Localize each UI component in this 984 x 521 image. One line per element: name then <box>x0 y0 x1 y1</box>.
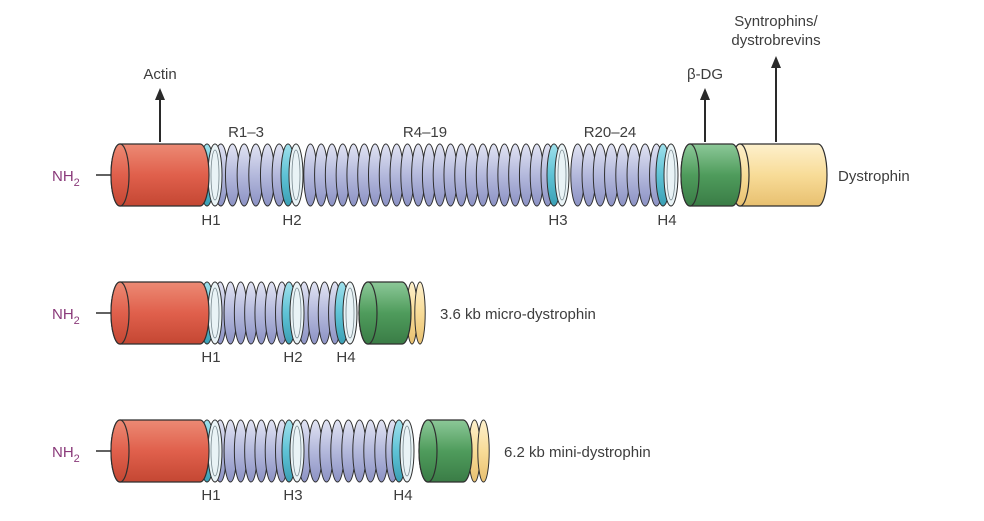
rod-repeats-r1-3 <box>213 143 287 207</box>
construct-mini-dystrophin: NH2 6.2 kb mini-dystrophin H1 H3 H4 <box>52 419 651 504</box>
hinge-label-h1: H1 <box>201 212 220 229</box>
actin-annotation: Actin <box>143 66 177 142</box>
repeat-label-r20-24: R20–24 <box>584 124 637 141</box>
cysteine-rich-bdg-domain <box>358 281 412 345</box>
hinge-label-h4: H4 <box>657 212 676 229</box>
bdg-annotation: β-DG <box>687 66 723 142</box>
hinge-h4 <box>655 143 679 207</box>
syntrophins-annotation: Syntrophins/ dystrobrevins <box>731 13 821 142</box>
hinge-label-h1: H1 <box>201 487 220 504</box>
hinge-h3 <box>281 419 305 483</box>
hinge-h2 <box>281 281 305 345</box>
construct-name: Dystrophin <box>838 168 910 185</box>
actin-label: Actin <box>143 66 176 83</box>
actin-binding-domain <box>110 143 210 207</box>
c-terminal-domain <box>468 419 490 483</box>
construct-name: 6.2 kb mini-dystrophin <box>504 444 651 461</box>
hinge-label-h2: H2 <box>282 212 301 229</box>
hinge-h4 <box>391 419 415 483</box>
hinge-label-h3: H3 <box>548 212 567 229</box>
cysteine-rich-bdg-domain <box>418 419 473 483</box>
hinge-label-h4: H4 <box>336 349 355 366</box>
rod-repeats-r4-19 <box>303 143 555 207</box>
bdg-label: β-DG <box>687 66 723 83</box>
rod-repeats <box>213 281 289 345</box>
rod-repeats <box>213 419 289 483</box>
construct-full-dystrophin: NH2 Dystrophin H1 H2 H3 H4 <box>52 143 910 229</box>
hinge-label-h1: H1 <box>201 349 220 366</box>
syntrophins-label-line2: dystrobrevins <box>731 32 820 49</box>
terminus-label: NH2 <box>52 306 80 327</box>
hinge-h2 <box>280 143 304 207</box>
terminus-label: NH2 <box>52 444 80 465</box>
hinge-label-h2: H2 <box>283 349 302 366</box>
cysteine-rich-bdg-domain <box>680 143 742 207</box>
construct-micro-dystrophin: NH2 3.6 kb micro-dystrophin H1 H2 H4 <box>52 281 596 366</box>
rod-repeats <box>297 419 400 483</box>
actin-binding-domain <box>110 281 210 345</box>
hinge-label-h3: H3 <box>283 487 302 504</box>
hinge-h3 <box>546 143 570 207</box>
actin-binding-domain <box>110 419 210 483</box>
hinge-label-h4: H4 <box>393 487 412 504</box>
terminus-label: NH2 <box>52 168 80 189</box>
repeat-label-r4-19: R4–19 <box>403 124 447 141</box>
rod-repeats-r20-24 <box>570 143 664 207</box>
hinge-h4 <box>334 281 358 345</box>
construct-name: 3.6 kb micro-dystrophin <box>440 306 596 323</box>
c-terminal-domain <box>730 143 828 207</box>
syntrophins-label-line1: Syntrophins/ <box>734 13 818 30</box>
repeat-label-r1-3: R1–3 <box>228 124 264 141</box>
